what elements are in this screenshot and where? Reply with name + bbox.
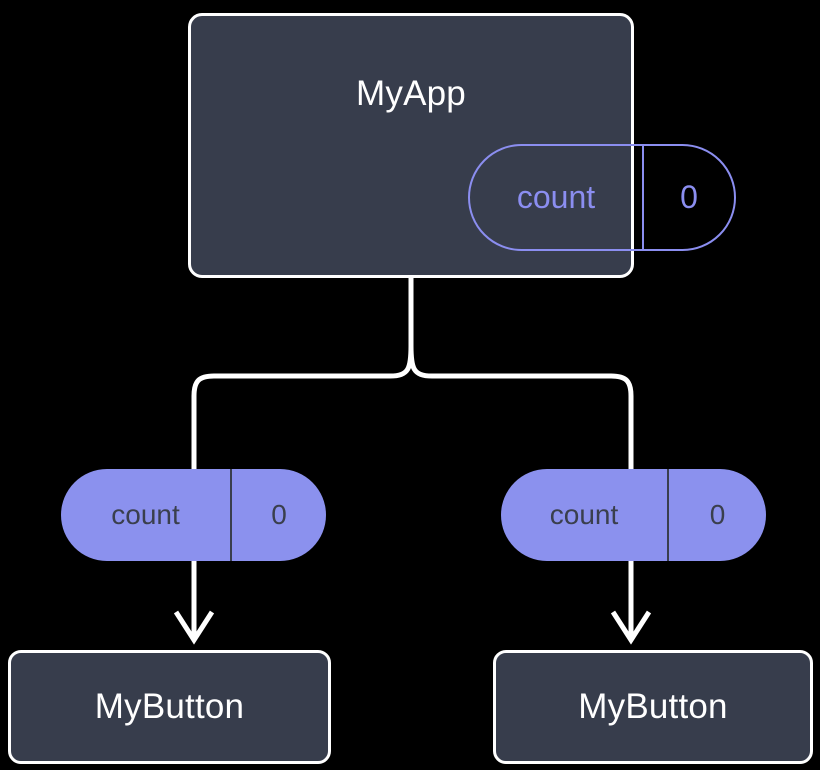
state-key-label: count: [501, 469, 669, 561]
component-label-mybutton-left: MyButton: [94, 687, 245, 726]
component-node-mybutton-left[interactable]: MyButton: [8, 650, 331, 764]
component-node-mybutton-right[interactable]: MyButton: [493, 650, 813, 764]
component-label-myapp: MyApp: [356, 74, 466, 113]
component-label-mybutton-right: MyButton: [578, 687, 728, 726]
state-pill-branch-1-count[interactable]: count 0: [501, 469, 766, 561]
state-key-label: count: [470, 146, 644, 249]
state-value-label: 0: [271, 499, 287, 530]
component-node-myapp[interactable]: MyApp count 0: [188, 13, 736, 278]
state-value-label: 0: [709, 499, 726, 530]
state-pill-myapp-count[interactable]: count 0: [468, 144, 736, 251]
state-pill-branch-0-count[interactable]: count 0: [61, 469, 326, 561]
state-key-label: count: [61, 469, 232, 561]
state-value-label: 0: [680, 179, 698, 215]
